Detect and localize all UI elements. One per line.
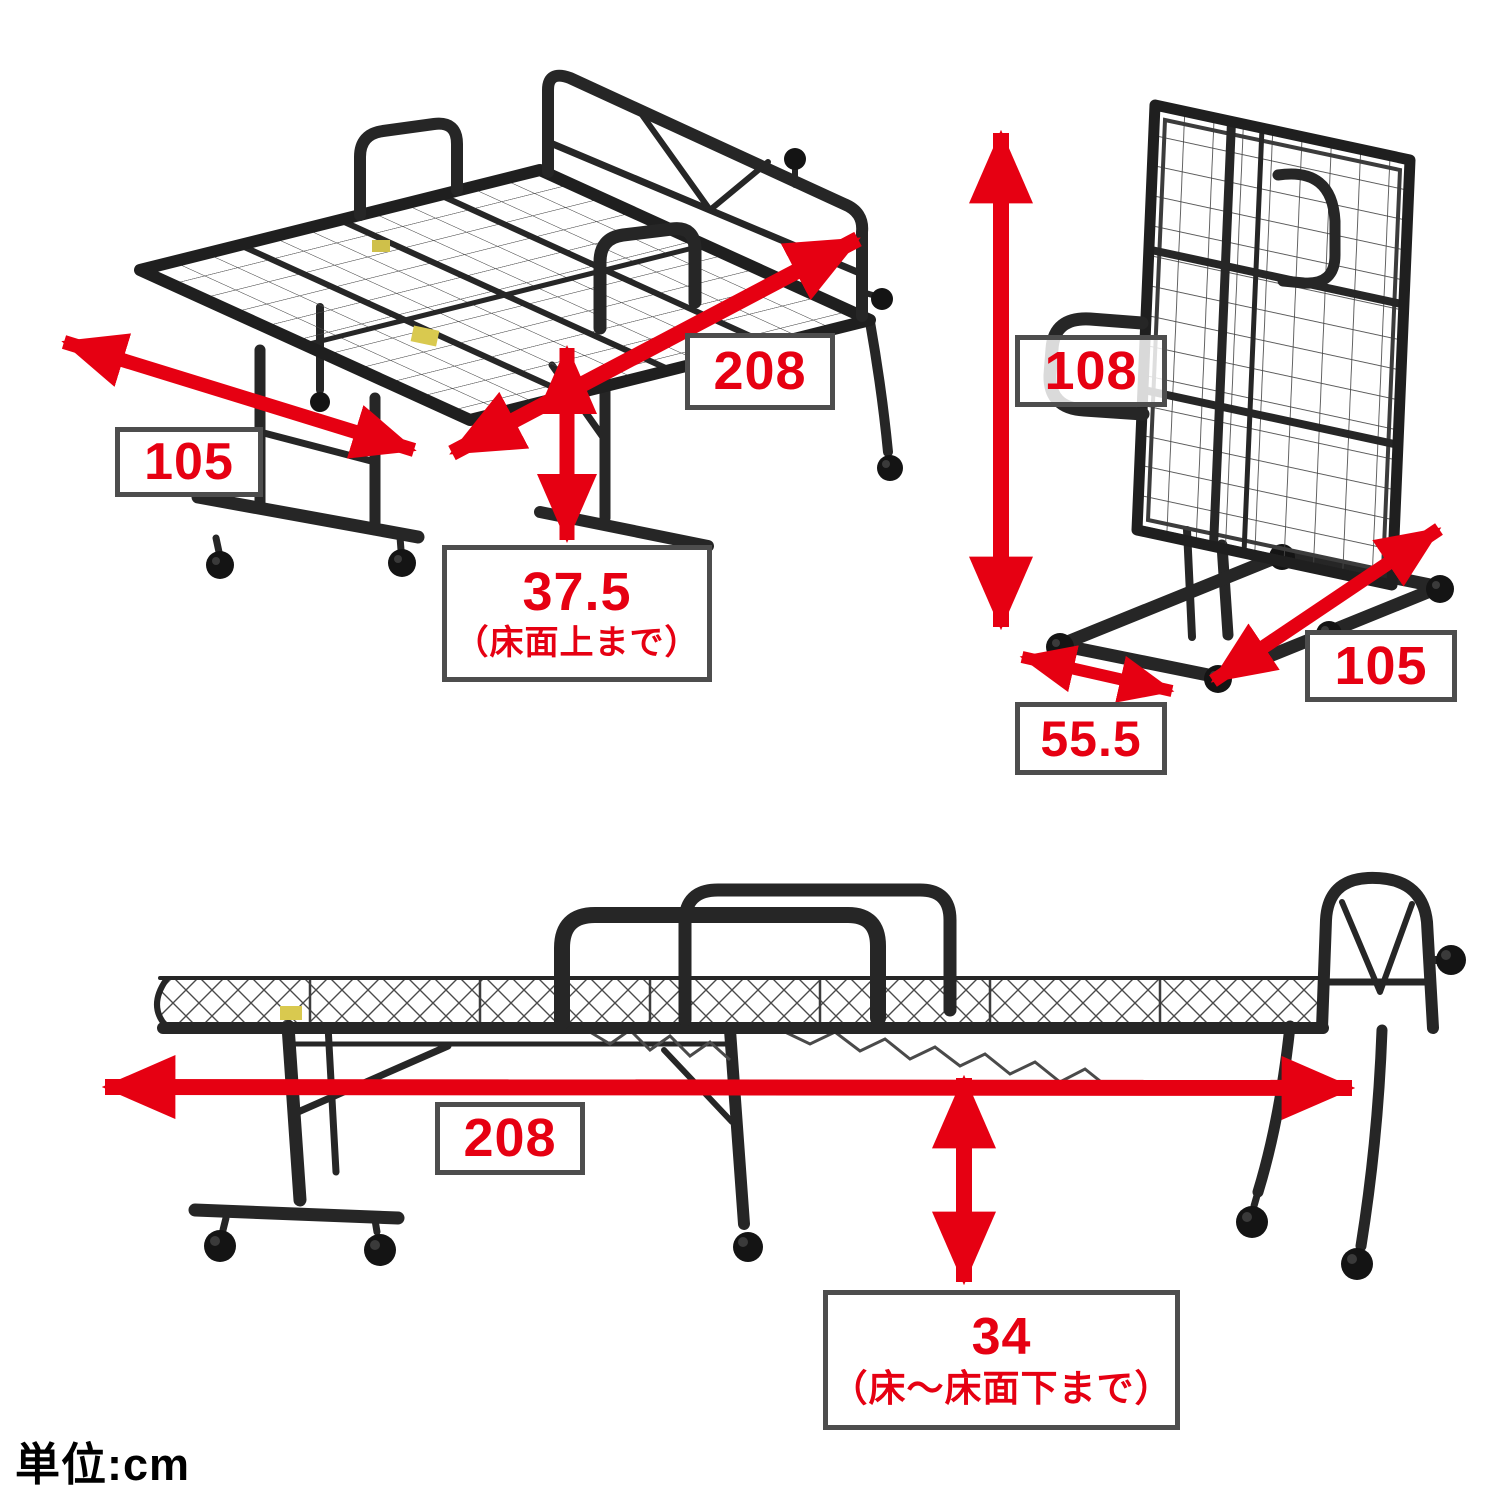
dim-label-folded-depth: 55.5 xyxy=(1015,702,1167,775)
width-arrow xyxy=(1209,523,1443,687)
headboard xyxy=(542,69,893,322)
unit-note: 単位:cm xyxy=(15,1439,191,1490)
dim-label-open-length: 208 xyxy=(685,333,835,410)
width-arrow xyxy=(61,333,417,459)
v-brace xyxy=(1339,899,1415,995)
dim-label-open-width: 105 xyxy=(115,427,263,497)
dim-label-side-length: 208 xyxy=(435,1102,585,1175)
dim-label-open-height: 37.5 （床面上まで） xyxy=(442,545,712,682)
side-handle xyxy=(1272,168,1341,289)
v-brace xyxy=(632,102,771,213)
caster-wheel xyxy=(871,288,893,310)
side-handle xyxy=(554,907,886,1030)
depth-arrow xyxy=(1019,645,1175,703)
caster-wheel xyxy=(784,148,806,170)
caster-wheel xyxy=(1436,945,1466,975)
spring xyxy=(589,1028,732,1062)
side-handle xyxy=(354,117,463,221)
warning-tag xyxy=(410,325,440,347)
length-arrow xyxy=(448,231,862,461)
middle-leg xyxy=(661,1024,763,1262)
length-arrow xyxy=(101,1055,1356,1120)
side-view-illustration xyxy=(101,871,1466,1286)
warning-tag xyxy=(372,240,390,252)
right-leg xyxy=(865,317,903,481)
right-leg-assembly xyxy=(1236,1020,1388,1280)
headboard xyxy=(1316,871,1466,1034)
mesh-platform xyxy=(154,976,1329,1034)
dim-label-side-clearance: 34 （床〜床面下まで） xyxy=(823,1290,1180,1430)
dim-label-folded-height: 108 xyxy=(1015,335,1167,407)
warning-tag xyxy=(280,1006,302,1020)
dim-label-folded-width: 105 xyxy=(1305,630,1457,702)
left-leg-assembly xyxy=(188,1019,452,1266)
